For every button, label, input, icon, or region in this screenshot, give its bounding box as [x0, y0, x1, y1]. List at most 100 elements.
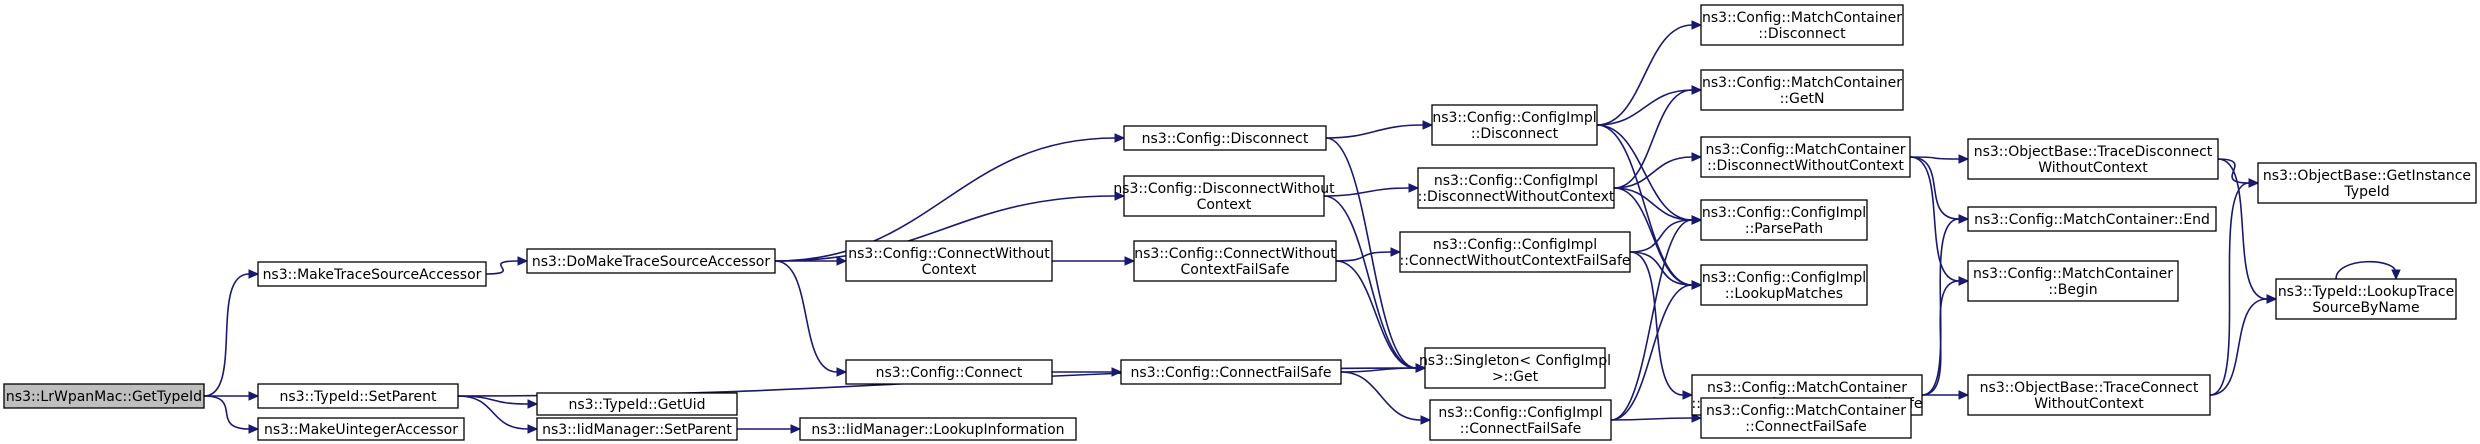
graph-edge [774, 260, 848, 377]
graph-node[interactable]: ns3::Config::MatchContainer::GetN [1700, 69, 1904, 111]
graph-node-box [257, 383, 459, 409]
graph-node-box [1120, 359, 1342, 385]
graph-node-box [257, 261, 487, 287]
graph-node[interactable]: ns3::Config::ConfigImpl::DisconnectWitho… [1417, 167, 1615, 209]
graph-node-box [1700, 264, 1868, 306]
graph-node[interactable]: ns3::Config::Disconnect [1123, 125, 1327, 151]
graph-node[interactable]: ns3::Config::MatchContainer::Begin [1967, 260, 2179, 302]
graph-edge-line [2217, 158, 2268, 300]
graph-node-label: ns3::ObjectBase::TraceConnect [1980, 380, 2199, 396]
graph-edge-arrowhead [836, 256, 848, 266]
graph-node-box [536, 392, 738, 416]
graph-node-box [3, 383, 205, 409]
graph-edge-arrowhead [1691, 413, 1703, 423]
graph-node-label: ns3::Singleton< ConfigImpl [1419, 353, 1611, 369]
graph-edge-line [1325, 124, 1424, 139]
graph-node-label: ns3::Config::MatchContainer [1706, 142, 1906, 158]
graph-node[interactable]: ns3::Config::MatchContainer::Disconnect [1700, 4, 1904, 46]
graph-edge [774, 191, 1126, 262]
graph-node-label: ns3::Config::MatchContainer [1702, 10, 1902, 26]
graph-node[interactable]: ns3::Config::ConnectWithoutContextFailSa… [1133, 240, 1337, 282]
graph-node[interactable]: ns3::Config::MatchContainer::End [1967, 206, 2217, 232]
graph-node[interactable]: ns3::DoMakeTraceSourceAccessor [526, 248, 776, 274]
graph-node[interactable]: ns3::MakeTraceSourceAccessor [257, 261, 487, 287]
graph-node[interactable]: ns3::Singleton< ConfigImpl>::Get [1419, 347, 1611, 389]
graph-edge-arrowhead [1415, 363, 1427, 373]
graph-node[interactable]: ns3::TypeId::GetUid [536, 392, 738, 416]
graph-edge-arrowhead [527, 424, 539, 434]
graph-edge-line [1596, 24, 1693, 126]
graph-edge [775, 256, 848, 266]
graph-node-label: ns3::Config::MatchContainer [1702, 75, 1902, 91]
graph-node: ns3::LrWpanMac::GetTypeId [3, 383, 205, 409]
graph-node[interactable]: ns3::Config::ConfigImpl::Disconnect [1431, 104, 1598, 146]
graph-node-label: ::Disconnect [1471, 126, 1559, 142]
graph-node[interactable]: ns3::MakeUintegerAccessor [257, 417, 465, 441]
graph-edge [203, 269, 260, 397]
graph-edge [1335, 247, 1402, 262]
graph-node[interactable]: ns3::ObjectBase::TraceConnectWithoutCont… [1967, 374, 2211, 416]
graph-edge-line [1629, 219, 1693, 253]
graph-node-label: Context [1197, 197, 1252, 213]
graph-node[interactable]: ns3::IidManager::LookupInformation [799, 417, 1077, 441]
graph-node[interactable]: ns3::Config::ConnectFailSafe [1120, 359, 1342, 385]
graph-edge-arrowhead [1114, 133, 1126, 143]
graph-edge [1613, 85, 1703, 189]
graph-edge [1596, 20, 1703, 126]
graph-edge [1921, 214, 1970, 396]
graph-edge [1610, 280, 1703, 421]
graph-node-label: ns3::Config::ConfigImpl [1432, 110, 1596, 126]
graph-node-label: WithoutContext [2034, 396, 2144, 412]
graph-node-label: ns3::Config::DisconnectWithout [1113, 181, 1335, 197]
graph-edge-arrowhead [1691, 280, 1703, 290]
graph-node[interactable]: ns3::TypeId::SetParent [257, 383, 459, 409]
graph-node[interactable]: ns3::Config::ConnectWithoutContext [845, 240, 1053, 282]
graph-edge [457, 395, 539, 434]
graph-node-label: ns3::Config::ConfigImpl [1702, 205, 1866, 221]
graph-node-label: ::ParsePath [1745, 221, 1823, 237]
graph-edge-arrowhead [1124, 256, 1136, 266]
graph-node-box [845, 359, 1053, 385]
graph-edge [1340, 371, 1432, 425]
graph-edge-arrowhead [1958, 154, 1970, 164]
graph-edge [1323, 183, 1420, 197]
graph-edge-line [774, 137, 1116, 262]
graph-edge [485, 256, 529, 275]
graph-edge-line [1610, 417, 1693, 421]
graph-edge-arrowhead [1691, 215, 1703, 225]
graph-node-box [257, 417, 465, 441]
graph-node-box [1967, 138, 2219, 180]
graph-node[interactable]: ns3::Config::ConfigImpl::ConnectFailSafe [1429, 399, 1612, 441]
graph-node-label: ContextFailSafe [1181, 262, 1290, 278]
graph-node-box [1123, 125, 1327, 151]
graph-edge-line [1613, 187, 1693, 286]
graph-edge-line [2209, 298, 2268, 396]
graph-edge [1613, 187, 1703, 225]
graph-edge-line [1323, 187, 1410, 197]
graph-edge-arrowhead [2391, 269, 2401, 281]
graph-node-box [799, 417, 1077, 441]
graph-edge [2335, 260, 2401, 281]
graph-node[interactable]: ns3::Config::Connect [845, 359, 1053, 385]
graph-node[interactable]: ns3::IidManager::SetParent [536, 417, 738, 441]
graph-node[interactable]: ns3::Config::MatchContainer::ConnectFail… [1700, 397, 1912, 439]
graph-node-label: ns3::DoMakeTraceSourceAccessor [532, 254, 770, 270]
graph-node[interactable]: ns3::Config::MatchContainer::DisconnectW… [1700, 136, 1911, 178]
graph-node-box [845, 240, 1053, 282]
graph-node[interactable]: ns3::Config::ConfigImpl::LookupMatches [1700, 264, 1868, 306]
graph-edge-line [1629, 251, 1693, 286]
graph-node-box [1967, 206, 2217, 232]
graph-node[interactable]: ns3::ObjectBase::TraceDisconnectWithoutC… [1967, 138, 2219, 180]
graph-node-box [1700, 4, 1904, 46]
graph-node[interactable]: ns3::Config::DisconnectWithoutContext [1113, 175, 1335, 217]
graph-edge [1596, 85, 1703, 126]
graph-node[interactable]: ns3::Config::ConfigImpl::ParsePath [1700, 199, 1868, 241]
graph-edge [1325, 120, 1434, 139]
graph-node-label: ns3::Config::ConnectFailSafe [1131, 365, 1332, 381]
graph-node[interactable]: ns3::Config::ConfigImpl::ConnectWithoutC… [1399, 231, 1631, 273]
graph-node-box [1967, 260, 2179, 302]
graph-node-box [1123, 175, 1325, 217]
graph-node-label: ns3::Config::ConfigImpl [1438, 405, 1602, 421]
